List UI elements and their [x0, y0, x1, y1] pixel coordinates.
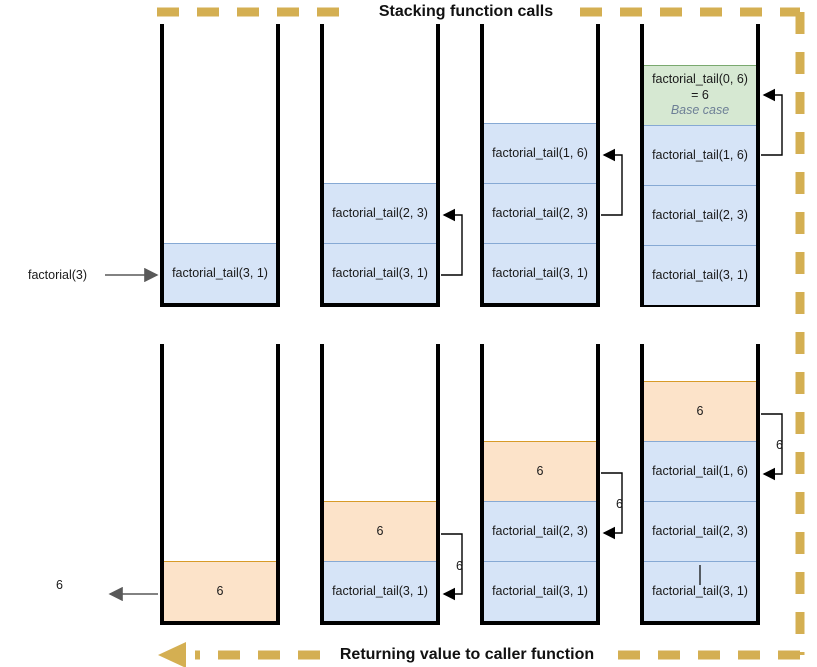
exit-value-label: 6 [56, 578, 63, 592]
stack-frame-label: factorial_tail(3, 1) [332, 583, 428, 598]
stack-frame: factorial_tail(1, 6) [644, 441, 756, 501]
stack-frame: factorial_tail(3, 1) [324, 561, 436, 621]
stack-frame: factorial_tail(3, 1) [164, 243, 276, 303]
call-stack-step-1: factorial_tail(3, 1) [160, 24, 280, 307]
stack-wall-left [480, 344, 484, 625]
stack-wall-left [320, 344, 324, 625]
stack-frame: factorial_tail(2, 3) [644, 185, 756, 245]
call-stack-step-2: factorial_tail(2, 3) factorial_tail(3, 1… [320, 24, 440, 307]
stack-frame: factorial_tail(1, 6) [484, 123, 596, 183]
stack-frame: factorial_tail(3, 1) [484, 561, 596, 621]
return-stack-step-1: 6 [160, 344, 280, 625]
stack-floor [160, 621, 280, 625]
stack-frame-base-case: factorial_tail(0, 6) = 6 Base case [644, 65, 756, 125]
stack-frame-label: factorial_tail(2, 3) [492, 523, 588, 538]
stack-frame-label: factorial_tail(1, 6) [652, 147, 748, 162]
stack-wall-left [640, 344, 644, 625]
stack-frame: factorial_tail(2, 3) [644, 501, 756, 561]
stack-frame-label: 6 [696, 403, 704, 418]
stack-wall-right [756, 344, 760, 625]
call-connector-2 [441, 208, 463, 276]
stack-frame-return: 6 [484, 441, 596, 501]
stack-frame-label: 6 [216, 583, 224, 598]
stack-floor [640, 303, 760, 307]
return-stack-step-3: 6 factorial_tail(2, 3) factorial_tail(3,… [480, 344, 600, 625]
top-title: Stacking function calls [378, 3, 554, 20]
return-connector-label-3: 6 [616, 497, 623, 511]
call-connector-3 [601, 148, 623, 216]
return-stack-step-4: 6 factorial_tail(1, 6) factorial_tail(2,… [640, 344, 760, 625]
stack-frame-label: factorial_tail(1, 6) [652, 463, 748, 478]
stack-frame-label: factorial_tail(3, 1) [492, 265, 588, 280]
stack-wall-left [320, 24, 324, 307]
stack-frame-label: factorial_tail(1, 6) [492, 145, 588, 160]
stack-floor [160, 303, 280, 307]
base-case-call: factorial_tail(0, 6) [652, 72, 748, 87]
stack-frame: factorial_tail(3, 1) [644, 561, 756, 621]
base-case-note: Base case [670, 103, 730, 118]
stack-frame: factorial_tail(2, 3) [324, 183, 436, 243]
stack-frame-label: 6 [376, 523, 384, 538]
stack-floor [480, 621, 600, 625]
stack-wall-left [160, 344, 164, 625]
stack-wall-right [436, 344, 440, 625]
stack-wall-right [276, 344, 280, 625]
stack-floor [480, 303, 600, 307]
stack-wall-left [480, 24, 484, 307]
stack-frame-label: factorial_tail(3, 1) [332, 265, 428, 280]
call-stack-step-4: factorial_tail(0, 6) = 6 Base case facto… [640, 24, 760, 307]
stack-frame: factorial_tail(3, 1) [484, 243, 596, 303]
stack-frame-return: 6 [324, 501, 436, 561]
stack-frame-return: 6 [164, 561, 276, 621]
stack-frame: factorial_tail(3, 1) [644, 245, 756, 305]
stack-frame: factorial_tail(3, 1) [324, 243, 436, 303]
stack-frame-return: 6 [644, 381, 756, 441]
stack-wall-right [756, 24, 760, 307]
stack-frame-label: factorial_tail(2, 3) [652, 523, 748, 538]
stack-wall-right [596, 344, 600, 625]
return-stack-step-2: 6 factorial_tail(3, 1) [320, 344, 440, 625]
stack-floor [320, 303, 440, 307]
stack-wall-right [436, 24, 440, 307]
stack-frame: factorial_tail(2, 3) [484, 501, 596, 561]
stack-frame-label: factorial_tail(2, 3) [492, 205, 588, 220]
stack-floor [640, 621, 760, 625]
stack-frame: factorial_tail(2, 3) [484, 183, 596, 243]
stack-frame-label: factorial_tail(3, 1) [492, 583, 588, 598]
stack-frame-label: factorial_tail(2, 3) [652, 207, 748, 222]
stack-frame-label: factorial_tail(3, 1) [652, 583, 748, 598]
stack-wall-left [640, 24, 644, 307]
stack-frame-label: factorial_tail(3, 1) [172, 265, 268, 280]
entry-call-label: factorial(3) [28, 268, 88, 282]
stack-frame: factorial_tail(1, 6) [644, 125, 756, 185]
base-case-value: = 6 [691, 87, 709, 102]
stack-frame-label: factorial_tail(3, 1) [652, 267, 748, 282]
return-connector-label-4: 6 [776, 438, 783, 452]
stack-floor [320, 621, 440, 625]
stack-frame-label: 6 [536, 463, 544, 478]
call-connector-4 [761, 88, 783, 156]
bottom-title: Returning value to caller function [339, 646, 595, 663]
stack-wall-left [160, 24, 164, 307]
return-connector-label-2: 6 [456, 559, 463, 573]
call-stack-step-3: factorial_tail(1, 6) factorial_tail(2, 3… [480, 24, 600, 307]
stack-wall-right [276, 24, 280, 307]
stack-frame-label: factorial_tail(2, 3) [332, 205, 428, 220]
stack-wall-right [596, 24, 600, 307]
